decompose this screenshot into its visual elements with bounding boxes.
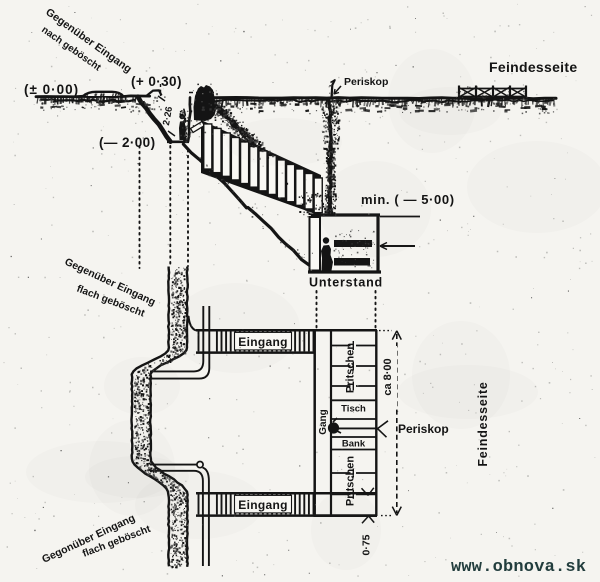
svg-text:Pritschen: Pritschen	[345, 456, 357, 506]
svg-text:min. ( — 5·00): min. ( — 5·00)	[361, 192, 455, 207]
svg-text:Tisch: Tisch	[341, 404, 366, 415]
svg-text:Feindesseite: Feindesseite	[476, 381, 490, 466]
svg-text:(+ 0·30): (+ 0·30)	[131, 74, 182, 89]
svg-text:2·26: 2·26	[161, 106, 175, 127]
svg-text:(— 2·00): (— 2·00)	[99, 135, 155, 150]
svg-text:ca 8·00: ca 8·00	[382, 358, 394, 395]
svg-text:Periskop: Periskop	[344, 76, 388, 88]
svg-text:www.obnova.sk: www.obnova.sk	[451, 558, 586, 577]
svg-text:Eingang: Eingang	[238, 335, 287, 349]
svg-text:Bank: Bank	[342, 439, 366, 450]
svg-text:Gang: Gang	[318, 409, 329, 435]
svg-text:Unterstand: Unterstand	[309, 276, 383, 290]
svg-text:Feindesseite: Feindesseite	[489, 59, 577, 75]
svg-text:Eingang: Eingang	[238, 498, 287, 512]
svg-text:Periskop: Periskop	[398, 422, 449, 436]
svg-text:Pritschen: Pritschen	[345, 343, 357, 393]
svg-text:(± 0·00): (± 0·00)	[24, 82, 79, 97]
svg-text:0·75: 0·75	[361, 534, 373, 555]
